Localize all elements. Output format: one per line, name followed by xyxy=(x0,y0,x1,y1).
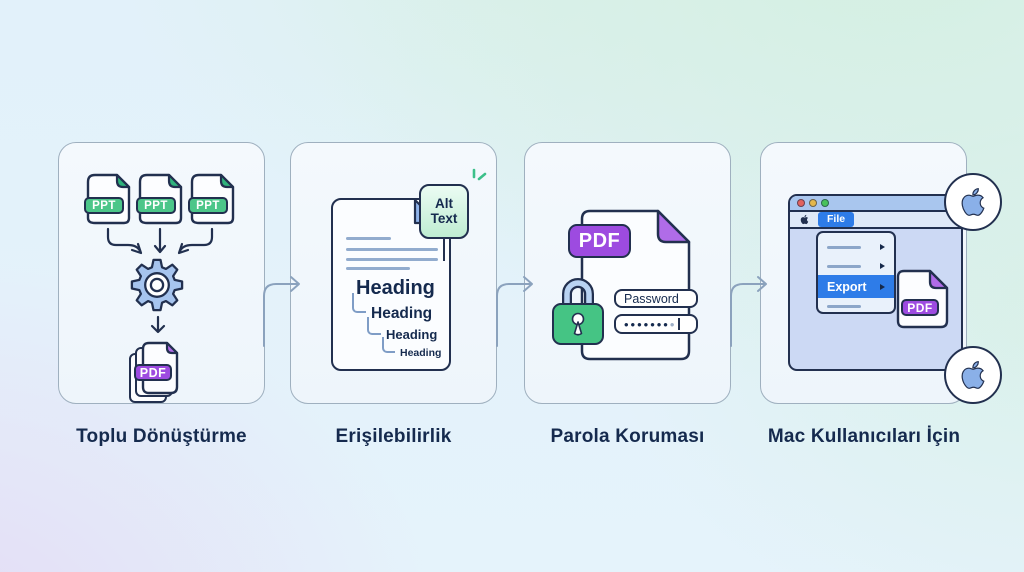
password-input-field: •••••••• xyxy=(614,314,698,334)
submenu-arrow-icon xyxy=(880,263,885,269)
padlock-shackle-icon xyxy=(562,278,594,308)
password-last-dot: • xyxy=(669,316,677,332)
pdf-badge: PDF xyxy=(134,364,172,381)
close-traffic-light-icon xyxy=(797,199,805,207)
apple-menu-icon xyxy=(800,214,809,225)
card-batch-conversion: PPT PPT PPT xyxy=(58,142,265,404)
card-accessibility: Heading Heading Heading Heading Alt Text xyxy=(290,142,497,404)
padlock-body-icon xyxy=(552,303,604,345)
text-line xyxy=(346,258,438,261)
pdf-badge: PDF xyxy=(568,224,631,258)
menu-item-row xyxy=(818,257,894,275)
tree-connector xyxy=(352,293,366,313)
minimize-traffic-light-icon xyxy=(809,199,817,207)
alt-tag-line1: Alt xyxy=(435,195,453,211)
ppt-file-icon: PPT xyxy=(84,173,131,225)
heading-level-1: Heading xyxy=(356,277,435,299)
submenu-arrow-icon xyxy=(880,244,885,250)
alt-text-tag: Alt Text xyxy=(419,184,469,239)
flow-arrow-icon xyxy=(496,276,533,347)
ppt-badge: PPT xyxy=(136,197,176,214)
menu-item-row xyxy=(818,299,894,312)
caption-accessibility: Erişilebilirlik xyxy=(335,426,452,447)
gear-icon xyxy=(130,258,184,312)
file-menu-item: File xyxy=(818,212,855,227)
maximize-traffic-light-icon xyxy=(821,199,829,207)
window-titlebar xyxy=(790,196,961,212)
text-line xyxy=(346,237,391,240)
password-label: Password xyxy=(624,291,679,306)
ppt-badge: PPT xyxy=(84,197,124,214)
caption-batch-conversion: Toplu Dönüştürme xyxy=(76,426,247,447)
file-dropdown-menu: Export xyxy=(816,231,896,314)
pdf-badge: PDF xyxy=(901,299,939,316)
caption-password-protection: Parola Koruması xyxy=(550,426,705,447)
heading-level-2: Heading xyxy=(371,305,433,322)
text-line xyxy=(346,267,410,270)
apple-logo-badge xyxy=(944,173,1002,231)
password-dots: ••••••• xyxy=(624,316,670,332)
tree-connector xyxy=(367,317,381,335)
caption-mac-users: Mac Kullanıcıları İçin xyxy=(767,426,961,447)
apple-logo-badge xyxy=(944,346,1002,404)
card-password-protection: PDF Password •••••••• xyxy=(524,142,731,404)
ppt-file-icon: PPT xyxy=(136,173,183,225)
menu-item-placeholder xyxy=(827,304,861,308)
tree-connector xyxy=(382,337,395,353)
export-menu-item: Export xyxy=(818,275,894,298)
pdf-stack-icon: PDF xyxy=(119,337,249,407)
down-arrow-icon xyxy=(150,315,166,334)
ppt-file-icon: PPT xyxy=(188,173,235,225)
export-label: Export xyxy=(827,279,867,294)
heading-level-3: Heading xyxy=(386,327,438,342)
password-label-field: Password xyxy=(614,289,698,308)
submenu-arrow-icon xyxy=(880,283,885,290)
flow-arrow-icon xyxy=(263,276,300,347)
alt-tag-line2: Text xyxy=(430,210,458,226)
converge-arrows-icon xyxy=(106,227,214,255)
card-mac-users: File Export xyxy=(760,142,1002,404)
ppt-badge: PPT xyxy=(188,197,228,214)
apple-logo-icon xyxy=(961,188,985,216)
text-line xyxy=(346,248,438,251)
tag-stem xyxy=(443,239,445,261)
pdf-file-icon: PDF xyxy=(896,269,949,329)
apple-logo-icon xyxy=(961,361,985,389)
keyhole-icon xyxy=(571,312,585,336)
sparkle-icon xyxy=(472,168,487,181)
text-cursor xyxy=(678,318,680,330)
flow-arrow-icon xyxy=(730,276,767,347)
heading-level-4: Heading xyxy=(400,347,442,359)
menu-item-placeholder xyxy=(827,264,861,268)
window-menubar: File xyxy=(790,212,961,229)
menu-item-row xyxy=(818,238,894,256)
menu-item-placeholder xyxy=(827,245,861,249)
